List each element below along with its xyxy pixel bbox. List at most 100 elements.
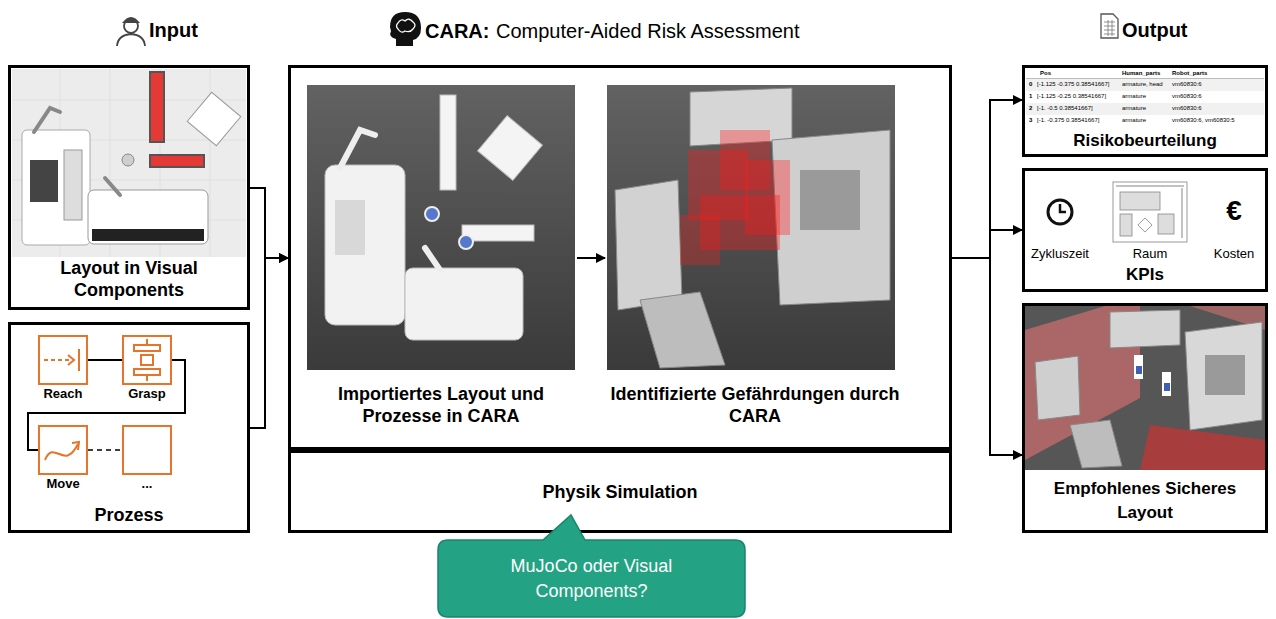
- spreadsheet-icon: [1101, 14, 1118, 38]
- layout-illustration: [12, 69, 246, 257]
- brain: [397, 19, 416, 32]
- box-label: Physik Simulation: [291, 481, 949, 503]
- arrows: [146, 339, 148, 381]
- simulation-box: Physik Simulation: [288, 450, 952, 533]
- hazard-zone: [745, 160, 790, 235]
- robot: [459, 235, 473, 249]
- grasp-icon: [134, 339, 160, 381]
- flow-line: [88, 359, 122, 361]
- robot-arm: [34, 108, 60, 132]
- move-icon: [45, 442, 79, 460]
- hazard-zone: [680, 215, 720, 265]
- machine-door: [335, 200, 365, 255]
- section-heading: Computer-Aided Risk Assessment: [496, 19, 799, 43]
- machine: [22, 130, 90, 245]
- lathe-base: [92, 229, 204, 241]
- table-cell: armature: [1122, 93, 1146, 100]
- table-cell: armature, head: [1122, 81, 1163, 88]
- output-panel: KPIs: [1022, 168, 1268, 292]
- callout-shape: [438, 540, 745, 617]
- dimension-lines: [1116, 186, 1184, 238]
- risk-table: [1026, 68, 1264, 128]
- process-panel: ReachGraspMove...Prozess: [8, 322, 250, 533]
- panel-caption: Layout in Visual Components: [15, 257, 243, 301]
- dashed-arrow: [44, 359, 72, 361]
- section-heading: CARA:: [425, 19, 489, 43]
- page: [1101, 14, 1118, 38]
- flow-line: [28, 360, 185, 450]
- panel-caption: Empfohlenes Sicheres Layout: [1029, 477, 1261, 525]
- render-panel: Identifizierte Gefährdungen durch CARA: [605, 83, 905, 428]
- panel-caption: Risikobeurteilung: [1029, 131, 1261, 151]
- process-step: Grasp: [122, 335, 172, 385]
- process-step: Reach: [38, 335, 88, 385]
- robot-arm: [340, 130, 375, 168]
- conveyor: [1070, 420, 1122, 468]
- header-rule: [1026, 78, 1264, 79]
- safe-layout-render: [1025, 306, 1265, 470]
- lathe: [405, 268, 523, 340]
- table-cell: [-1. -0.375 0.38541667]: [1037, 117, 1099, 124]
- flow-arrow: [952, 100, 1022, 258]
- step-label: ...: [110, 476, 184, 492]
- section-heading: Output: [1122, 18, 1188, 42]
- table-cell: [-1.125 -0.25 0.38541667]: [1037, 93, 1106, 100]
- table-cell: 0: [1029, 81, 1032, 88]
- flow-arrow: [952, 258, 1022, 455]
- thumb-frame: [1113, 182, 1187, 242]
- robot: [122, 154, 134, 166]
- cap: [122, 17, 140, 23]
- table-cell: Pos: [1040, 70, 1051, 77]
- grid: [12, 69, 246, 257]
- hazard-cloud: [680, 130, 790, 265]
- robot: [425, 207, 439, 221]
- panel-caption: Identifizierte Gefährdungen durch CARA: [605, 383, 905, 427]
- machine: [1110, 310, 1180, 348]
- machine-window: [1205, 355, 1245, 395]
- section-heading: Input: [149, 18, 198, 42]
- kpi-caption: Kosten: [1214, 246, 1254, 262]
- machine-window: [800, 170, 860, 230]
- table-cell: 3: [1029, 117, 1032, 124]
- jaw: [134, 345, 160, 351]
- table-cell: vm60830:6: [1172, 93, 1202, 100]
- render-background: [307, 85, 575, 370]
- jaw: [134, 369, 160, 375]
- kpi-caption: Raum: [1133, 246, 1168, 262]
- robot-arm: [425, 248, 440, 270]
- panel-caption: Prozess: [15, 504, 243, 526]
- table-cell: 2: [1029, 105, 1032, 112]
- panel-caption: KPIs: [1029, 265, 1261, 285]
- robot: [1162, 372, 1171, 396]
- row-stripe: [1026, 103, 1264, 115]
- robot: [1134, 355, 1143, 379]
- flow-line: [88, 449, 122, 451]
- worker-icon: [117, 17, 145, 46]
- flow-arrow: [577, 257, 605, 259]
- machine: [615, 180, 682, 310]
- callout-bubble: MuJoCo oder Visual Components?: [438, 540, 745, 617]
- table-bg: [1026, 68, 1264, 128]
- lathe: [88, 190, 208, 244]
- box: [478, 116, 543, 181]
- robot-arm: [105, 178, 120, 195]
- conveyor: [640, 292, 725, 368]
- machine-panel: [64, 150, 82, 220]
- cara-panel: Importiertes Layout und Prozesse in CARA…: [288, 65, 952, 450]
- callout-outline: [438, 515, 745, 617]
- machine: [1120, 192, 1160, 210]
- flow-arrow: [250, 188, 288, 258]
- floor: [12, 69, 246, 257]
- panel-caption: Importiertes Layout und Prozesse in CARA: [305, 383, 577, 427]
- box: [1138, 218, 1152, 232]
- callout-text: MuJoCo oder Visual Components?: [478, 554, 705, 604]
- arrow-head: [72, 442, 79, 450]
- table-cell: vm60830:6: [1172, 81, 1202, 88]
- imported-layout-render: [307, 85, 575, 370]
- robot-base: [1136, 366, 1142, 374]
- render-background: [607, 85, 895, 370]
- target-bar: [78, 349, 80, 371]
- flow-arrow: [250, 258, 288, 428]
